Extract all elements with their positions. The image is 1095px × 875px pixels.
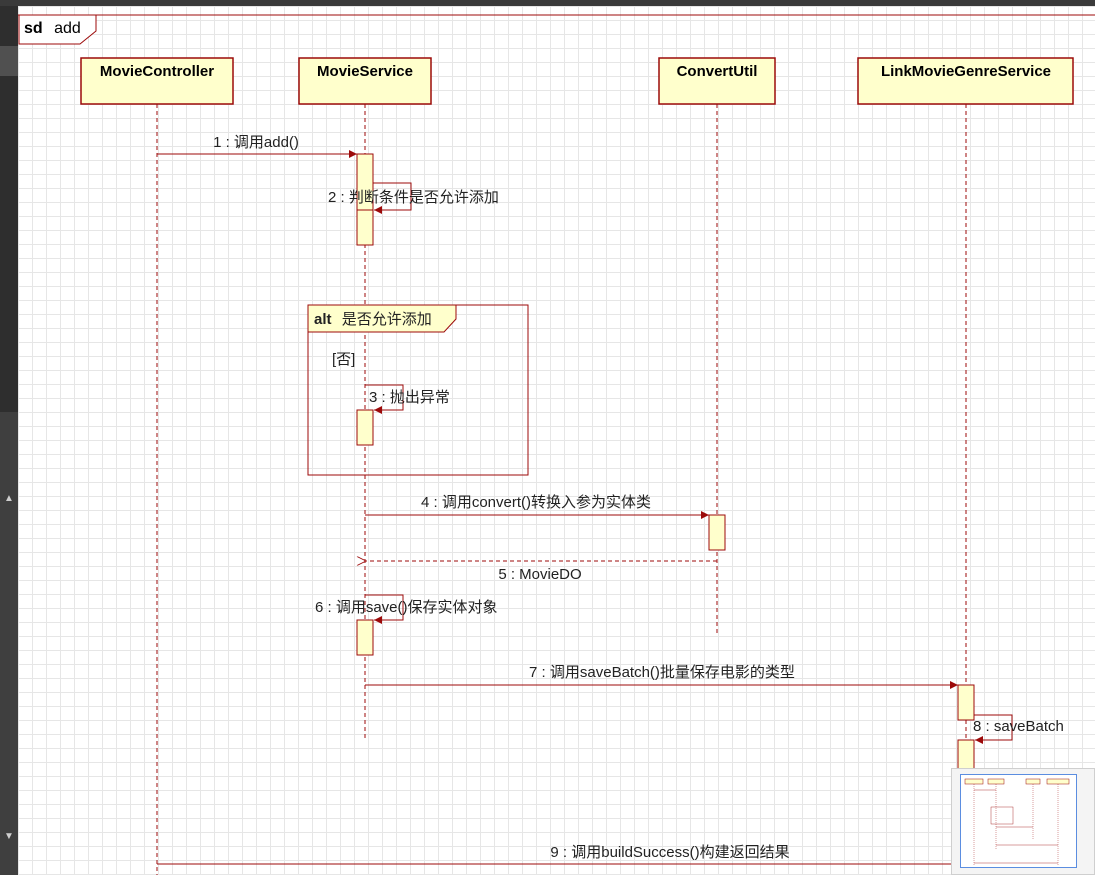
alt-keyword: alt [314, 311, 332, 328]
message-7[interactable]: 7 : 调用saveBatch()批量保存电影的类型 [365, 664, 958, 689]
lifeline-head-convertutil[interactable]: ConvertUtil [658, 57, 776, 105]
scroll-up-icon[interactable]: ▲ [4, 493, 14, 504]
lifeline-head-linkmoviegenreservice[interactable]: LinkMovieGenreService [857, 57, 1074, 105]
lifeline-label-convertutil: ConvertUtil [677, 63, 758, 80]
message-arrow [365, 384, 404, 414]
activation-bar [356, 409, 374, 446]
message-label: 9 : 调用buildSuccess()构建返回结果 [550, 844, 789, 861]
frame-tab [18, 14, 97, 45]
lifeline-label-movieservice: MovieService [317, 63, 413, 80]
activation-bar [356, 619, 374, 656]
minimap-viewport[interactable] [960, 774, 1077, 868]
message-label: 2 : 判断条件是否允许添加 [328, 189, 499, 206]
message-label: 3 : 抛出异常 [369, 389, 450, 406]
lifeline-head-box [80, 57, 234, 105]
message-label: 5 : MovieDO [498, 566, 581, 583]
lifeline-lines [156, 104, 967, 875]
message-4[interactable]: 4 : 调用convert()转换入参为实体类 [365, 494, 709, 519]
diagram-minimap[interactable] [951, 768, 1095, 875]
message-label: 7 : 调用saveBatch()批量保存电影的类型 [529, 664, 795, 681]
lifeline-label-linkmoviegenreservice: LinkMovieGenreService [881, 63, 1051, 80]
message-label: 4 : 调用convert()转换入参为实体类 [421, 494, 651, 511]
frame-keyword-text: sd [24, 20, 43, 37]
lifeline-head-box [298, 57, 432, 105]
message-1[interactable]: 1 : 调用add() [157, 134, 357, 158]
message-label: 1 : 调用add() [213, 134, 299, 151]
scroll-down-icon[interactable]: ▼ [4, 831, 14, 842]
diagram-canvas[interactable]: sd add MovieController MovieService Con [18, 6, 1095, 875]
message-8[interactable]: 8 : saveBatch [973, 714, 1064, 744]
alt-fragment-label: alt 是否允许添加 [314, 311, 432, 328]
message-6[interactable]: 6 : 调用save()保存实体对象 [315, 594, 498, 624]
lifeline-head-movieservice[interactable]: MovieService [298, 57, 432, 105]
alt-fragment-tab [307, 304, 457, 333]
frame-keyword: sd add [24, 20, 81, 37]
messages: 1 : 调用add() 2 : 判断条件是否允许添加 3 : 抛出异常 4 : … [157, 134, 1064, 865]
activation-bars [356, 153, 975, 781]
activation-bar [708, 514, 726, 551]
message-5[interactable]: 5 : MovieDO [366, 561, 717, 583]
alt-condition: 是否允许添加 [342, 311, 432, 328]
message-arrow [365, 594, 404, 624]
alt-fragment[interactable]: alt 是否允许添加 [否] [307, 304, 529, 476]
message-label: 8 : saveBatch [973, 718, 1064, 735]
message-label: 6 : 调用save()保存实体对象 [315, 599, 498, 616]
alt-guard: [否] [332, 351, 355, 368]
top-bar [0, 0, 1095, 6]
activation-bar [356, 209, 374, 246]
sd-frame: sd add [18, 14, 1095, 45]
activation-bar [957, 684, 975, 721]
lifeline-head-box [658, 57, 776, 105]
lifeline-heads: MovieController MovieService ConvertUtil… [80, 57, 1074, 105]
panel-tab[interactable] [0, 46, 18, 76]
message-3[interactable]: 3 : 抛出异常 [365, 384, 450, 414]
message-arrow [373, 182, 412, 214]
panel-upper [0, 6, 18, 412]
message-2[interactable]: 2 : 判断条件是否允许添加 [328, 182, 499, 214]
lifeline-label-moviecontroller: MovieController [100, 63, 214, 80]
frame-name-text: add [54, 20, 81, 37]
lifeline-head-box [857, 57, 1074, 105]
left-side-panel: ▲ ▼ [0, 6, 18, 875]
minimap-preview [964, 778, 1070, 865]
message-arrow [974, 714, 1013, 744]
sequence-diagram: sd add MovieController MovieService Con [18, 14, 1095, 875]
message-9[interactable]: 9 : 调用buildSuccess()构建返回结果 [157, 844, 958, 865]
lifeline-head-moviecontroller[interactable]: MovieController [80, 57, 234, 105]
